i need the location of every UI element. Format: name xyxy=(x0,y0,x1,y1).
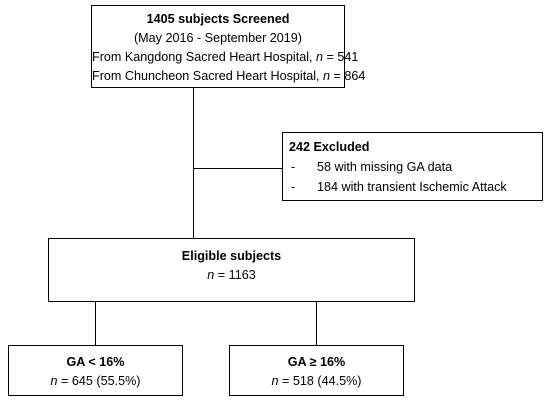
ga-low-title: GA < 16% xyxy=(66,355,125,369)
ga-low-count: n = 645 (55.5%) xyxy=(50,374,141,388)
screened-title: 1405 subjects Screened xyxy=(146,12,290,26)
excluded-item: - 58 with missing GA data xyxy=(291,160,453,174)
ga-low-box: GA < 16% n = 645 (55.5%) xyxy=(8,345,183,396)
screened-period: (May 2016 - September 2019) xyxy=(133,31,302,45)
connector-to-excluded xyxy=(193,168,282,169)
eligible-box: Eligible subjects n = 1163 xyxy=(48,238,415,302)
connector-main-vertical xyxy=(193,88,194,238)
excluded-box: 242 Excluded - 58 with missing GA data -… xyxy=(282,132,543,201)
ga-high-box: GA ≥ 16% n = 518 (44.5%) xyxy=(229,345,404,396)
screened-box: 1405 subjects Screened (May 2016 - Septe… xyxy=(91,5,366,88)
connector-to-ga-high xyxy=(316,302,317,345)
eligible-title: Eligible subjects xyxy=(181,249,282,263)
screened-site-1: From Kangdong Sacred Heart Hospital, n =… xyxy=(92,50,359,64)
screened-site-2: From Chuncheon Sacred Heart Hospital, n … xyxy=(92,69,366,83)
eligible-count: n = 1163 xyxy=(207,268,256,282)
connector-to-ga-low xyxy=(95,302,96,345)
excluded-item: - 184 with transient Ischemic Attack xyxy=(291,180,507,194)
ga-high-title: GA ≥ 16% xyxy=(287,355,346,369)
excluded-title: 242 Excluded xyxy=(289,140,370,154)
ga-high-count: n = 518 (44.5%) xyxy=(271,374,362,388)
